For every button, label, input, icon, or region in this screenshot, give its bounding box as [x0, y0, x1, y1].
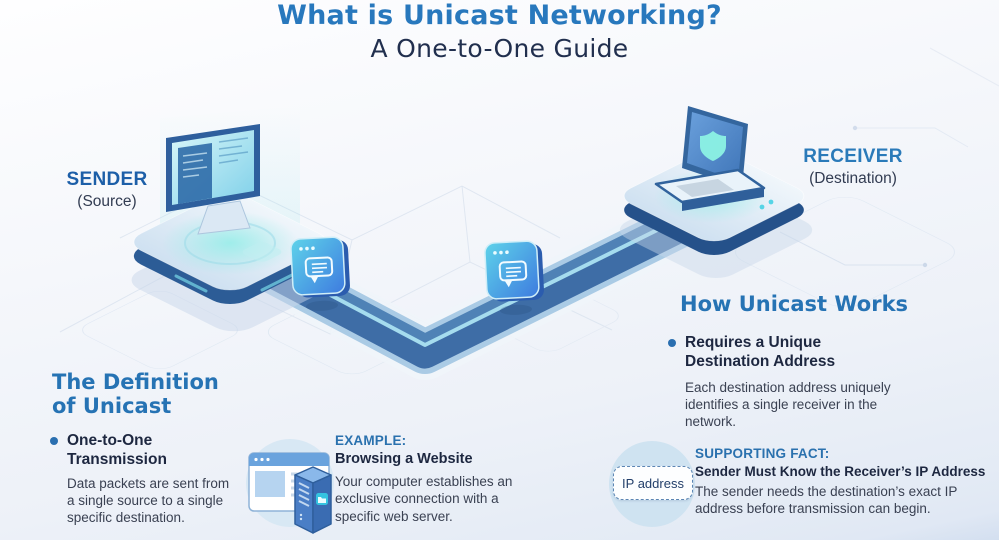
how-unicast-works-heading: How Unicast Works: [680, 292, 909, 316]
definition-bullet-body: Data packets are sent from a single sour…: [67, 475, 230, 526]
definition-heading-line2: of Unicast: [52, 394, 172, 419]
definition-bullet-title: One-to-One Transmission: [67, 432, 167, 468]
browser-server-icon: [243, 433, 341, 534]
supporting-fact-label: SUPPORTING FACT:: [695, 446, 830, 461]
example-section: EXAMPLE: Browsing a Website Your compute…: [335, 433, 535, 525]
page-title: What is Unicast Networking? A One-to-One…: [0, 0, 999, 63]
ip-address-badge: IP address: [613, 466, 693, 500]
sender-device-illustration: [131, 124, 337, 332]
data-packet-icon: [290, 236, 350, 311]
receiver-device-illustration: [619, 106, 813, 279]
bullet-icon: [50, 437, 58, 445]
sender-node-label: SENDER (Source): [42, 169, 172, 211]
receiver-node-label: RECEIVER (Destination): [788, 146, 918, 188]
title-line2: A One-to-One Guide: [370, 34, 629, 63]
how-bullet-title: Requires a Unique Destination Address: [685, 334, 836, 370]
definition-bullet: One-to-One Transmission Data packets are…: [50, 432, 260, 527]
ip-address-badge-icon: IP address: [609, 441, 697, 529]
sender-sublabel: (Source): [77, 193, 137, 210]
example-label: EXAMPLE:: [335, 433, 407, 448]
how-bullet-content: Requires a Unique Destination Address Ea…: [685, 334, 925, 431]
title-line1: What is Unicast Networking?: [277, 0, 722, 31]
receiver-sublabel: (Destination): [809, 170, 897, 187]
data-packet-icon: [484, 240, 544, 315]
definition-heading-line1: The Definition: [52, 370, 219, 394]
bullet-icon: [668, 339, 676, 347]
supporting-fact-title: Sender Must Know the Receiver’s IP Addre…: [695, 464, 986, 479]
sender-label: SENDER: [66, 169, 148, 190]
definition-bullet-content: One-to-One Transmission Data packets are…: [67, 432, 239, 527]
how-unicast-works-bullet: Requires a Unique Destination Address Ea…: [668, 334, 988, 431]
how-bullet-body: Each destination address uniquely identi…: [685, 379, 891, 430]
example-title: Browsing a Website: [335, 451, 473, 467]
definition-heading: The Definition of Unicast: [52, 370, 252, 418]
supporting-fact-section: SUPPORTING FACT: Sender Must Know the Re…: [695, 446, 995, 518]
receiver-label: RECEIVER: [803, 146, 903, 167]
example-body: Your computer establishes an exclusive c…: [335, 474, 513, 524]
supporting-fact-body: The sender needs the destination’s exact…: [695, 484, 958, 517]
